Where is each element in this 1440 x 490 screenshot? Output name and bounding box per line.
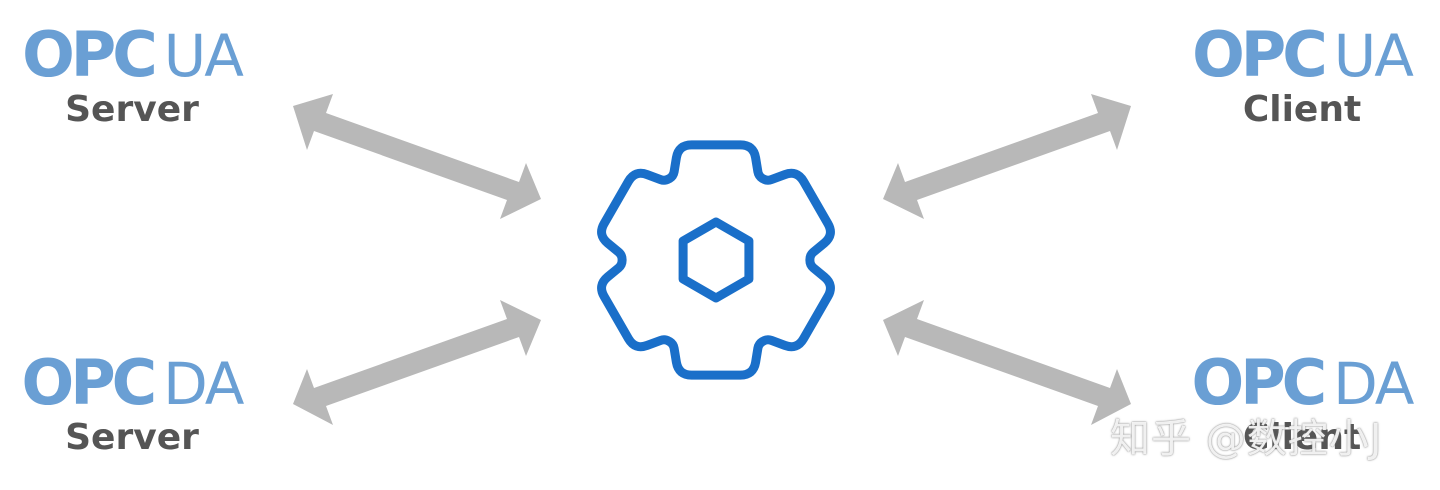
node-role-label: Server (65, 417, 199, 458)
node-role-label: Client (1242, 417, 1362, 458)
arrow-bottom-right (883, 300, 1131, 425)
arrow-top-left (293, 94, 541, 219)
logo-brand: OPC (1192, 18, 1328, 91)
logo-spec: DA (163, 350, 244, 418)
logo-spec: UA (1333, 22, 1414, 90)
logo-spec: DA (1333, 350, 1414, 418)
logo-brand: OPC (22, 18, 158, 91)
node-role-label: Server (65, 89, 199, 130)
logo-spec: UA (163, 22, 244, 90)
logo-brand: OPC (1191, 346, 1328, 419)
hexagon-icon (678, 217, 754, 303)
gear-icon (597, 140, 835, 380)
arrow-top-right (883, 94, 1131, 219)
gear-hub (584, 124, 848, 396)
arrow-bottom-left (293, 300, 541, 425)
node-role-label: Client (1242, 89, 1362, 130)
logo-brand: OPC (21, 346, 158, 419)
watermark: 知乎 @数控小J (1110, 416, 1383, 462)
